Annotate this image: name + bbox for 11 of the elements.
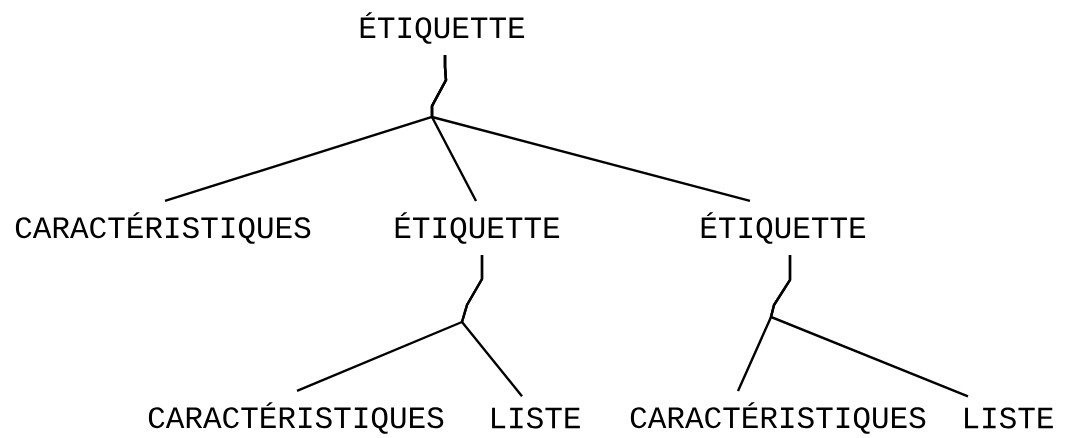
tree-label: ÉTIQUETTE [395,212,560,244]
tree-label: LISTE [492,407,580,429]
tree-label: CARACTÉRISTIQUES [630,402,926,434]
tree-label: CARACTÉRISTIQUES [15,212,311,244]
tree-label: LISTE [965,407,1053,429]
tree-branch [430,55,751,203]
tree-label: ÉTIQUETTE [360,12,525,44]
tree-branch [460,255,523,398]
tree-label: ÉTIQUETTE [701,212,866,244]
tree-label: CARACTÉRISTIQUES [148,402,444,434]
tree-branch [769,255,969,398]
